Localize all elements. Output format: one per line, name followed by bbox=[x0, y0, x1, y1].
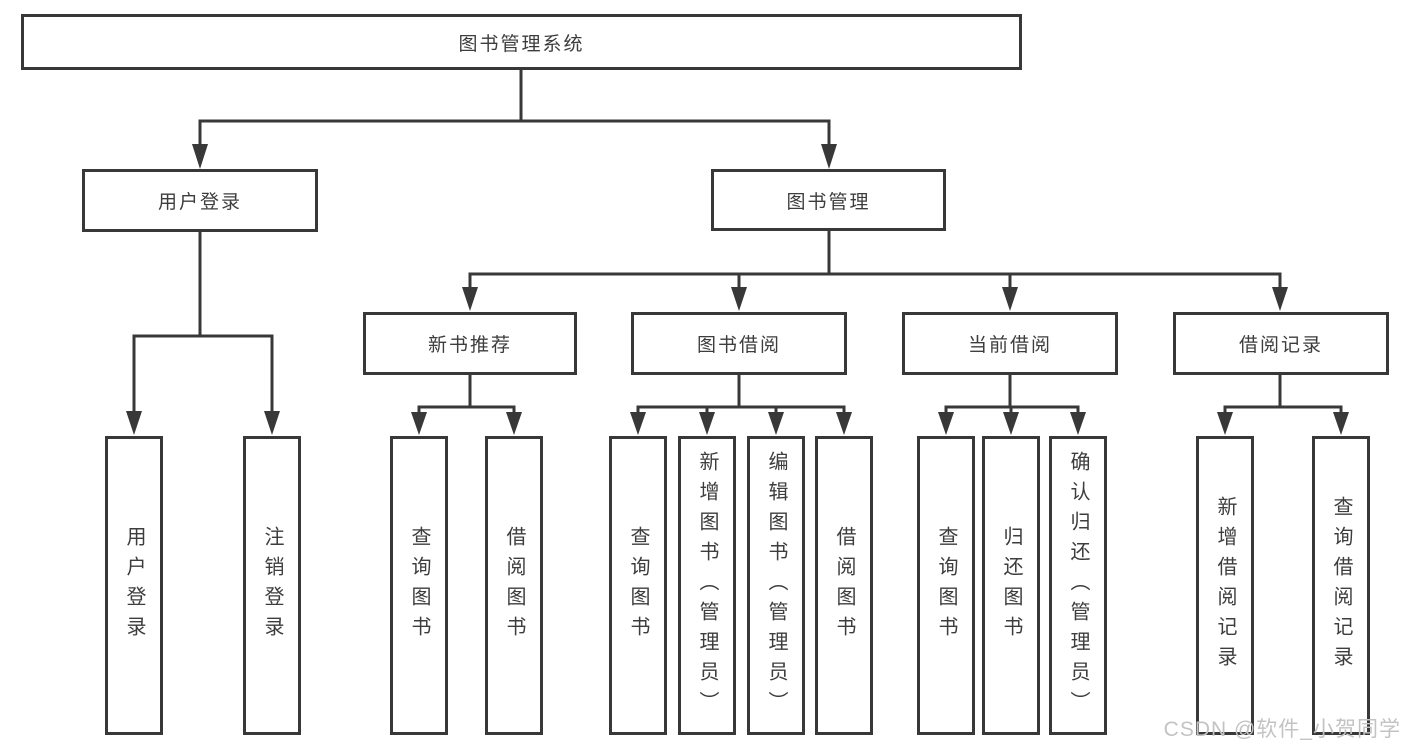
node-label: 查询图书 bbox=[627, 525, 649, 646]
node-label: 查询借阅记录 bbox=[1330, 495, 1352, 676]
node-label: 编辑图书（管理员） bbox=[765, 450, 787, 721]
node-label: 查询图书 bbox=[935, 525, 957, 646]
connector-root-to-level2 bbox=[192, 70, 837, 169]
leaf-recommend-borrow-books: 借阅图书 bbox=[485, 436, 543, 735]
node-label: 用户登录 bbox=[123, 525, 145, 646]
leaf-logout: 注销登录 bbox=[243, 436, 301, 735]
leaf-borrow-query-books: 查询图书 bbox=[609, 436, 667, 735]
leaf-records-add-borrow-record: 新增借阅记录 bbox=[1196, 436, 1254, 735]
leaf-user-login: 用户登录 bbox=[105, 436, 163, 735]
section-book-borrow: 图书借阅 bbox=[631, 312, 847, 375]
root-node-library-management-system: 图书管理系统 bbox=[21, 14, 1022, 70]
section-new-book-recommend: 新书推荐 bbox=[363, 312, 577, 375]
connector-current-borrow-to-children bbox=[938, 375, 1086, 435]
leaf-borrow-add-books-admin: 新增图书（管理员） bbox=[678, 436, 736, 735]
connector-new-book-recommend-to-children bbox=[411, 375, 522, 435]
connector-user-login-to-children bbox=[126, 232, 280, 435]
leaf-current-confirm-return-admin: 确认归还（管理员） bbox=[1049, 436, 1107, 735]
leaf-current-query-books: 查询图书 bbox=[917, 436, 975, 735]
node-label: 归还图书 bbox=[1000, 525, 1022, 646]
node-label: 确认归还（管理员） bbox=[1067, 450, 1089, 721]
leaf-records-query-borrow-record: 查询借阅记录 bbox=[1312, 436, 1370, 735]
branch-user-login: 用户登录 bbox=[82, 169, 318, 232]
connector-book-management-to-sections bbox=[462, 231, 1288, 311]
leaf-current-return-books: 归还图书 bbox=[982, 436, 1040, 735]
node-label: 新增借阅记录 bbox=[1214, 495, 1236, 676]
section-borrow-records: 借阅记录 bbox=[1173, 312, 1389, 375]
node-label: 查询图书 bbox=[408, 525, 430, 646]
connector-borrow-records-to-children bbox=[1217, 375, 1349, 435]
csdn-watermark: CSDN @软件_小贺同学 bbox=[1163, 718, 1401, 741]
branch-book-management: 图书管理 bbox=[711, 169, 946, 231]
node-label: 注销登录 bbox=[261, 525, 283, 646]
leaf-recommend-query-books: 查询图书 bbox=[390, 436, 448, 735]
section-current-borrow: 当前借阅 bbox=[902, 312, 1118, 375]
node-label: 借阅图书 bbox=[503, 525, 525, 646]
leaf-borrow-borrow-books: 借阅图书 bbox=[815, 436, 873, 735]
node-label: 新增图书（管理员） bbox=[696, 450, 718, 721]
node-label: 借阅图书 bbox=[833, 525, 855, 646]
leaf-borrow-edit-books-admin: 编辑图书（管理员） bbox=[747, 436, 805, 735]
connector-book-borrow-to-children bbox=[630, 375, 852, 435]
